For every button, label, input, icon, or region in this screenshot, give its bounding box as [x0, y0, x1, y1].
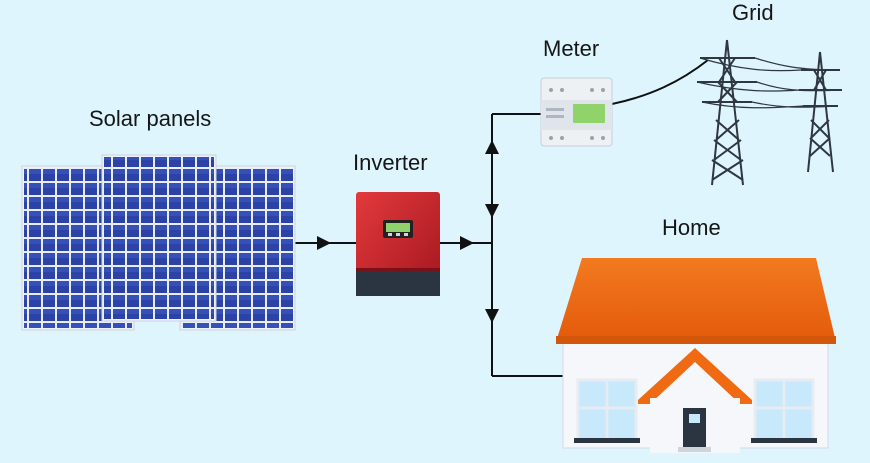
arrow-right-icon — [460, 236, 474, 250]
arrow-down-icon — [485, 309, 499, 323]
house-icon — [556, 258, 836, 453]
flow-arrows — [317, 140, 499, 323]
meter-label: Meter — [543, 36, 600, 61]
arrow-down-icon — [485, 204, 499, 218]
inverter-label: Inverter — [353, 150, 428, 175]
meter-icon — [540, 77, 613, 147]
wires — [294, 59, 709, 377]
solar-panels-label: Solar panels — [89, 106, 212, 131]
grid-label: Grid — [732, 0, 774, 25]
transmission-tower-icon — [696, 39, 843, 186]
arrow-up-icon — [485, 140, 499, 154]
inverter-icon — [356, 192, 440, 296]
arrow-right-icon — [317, 236, 331, 250]
solar-panel-icon — [21, 154, 296, 331]
home-label: Home — [662, 215, 721, 240]
wire-meter-grid — [611, 59, 709, 105]
